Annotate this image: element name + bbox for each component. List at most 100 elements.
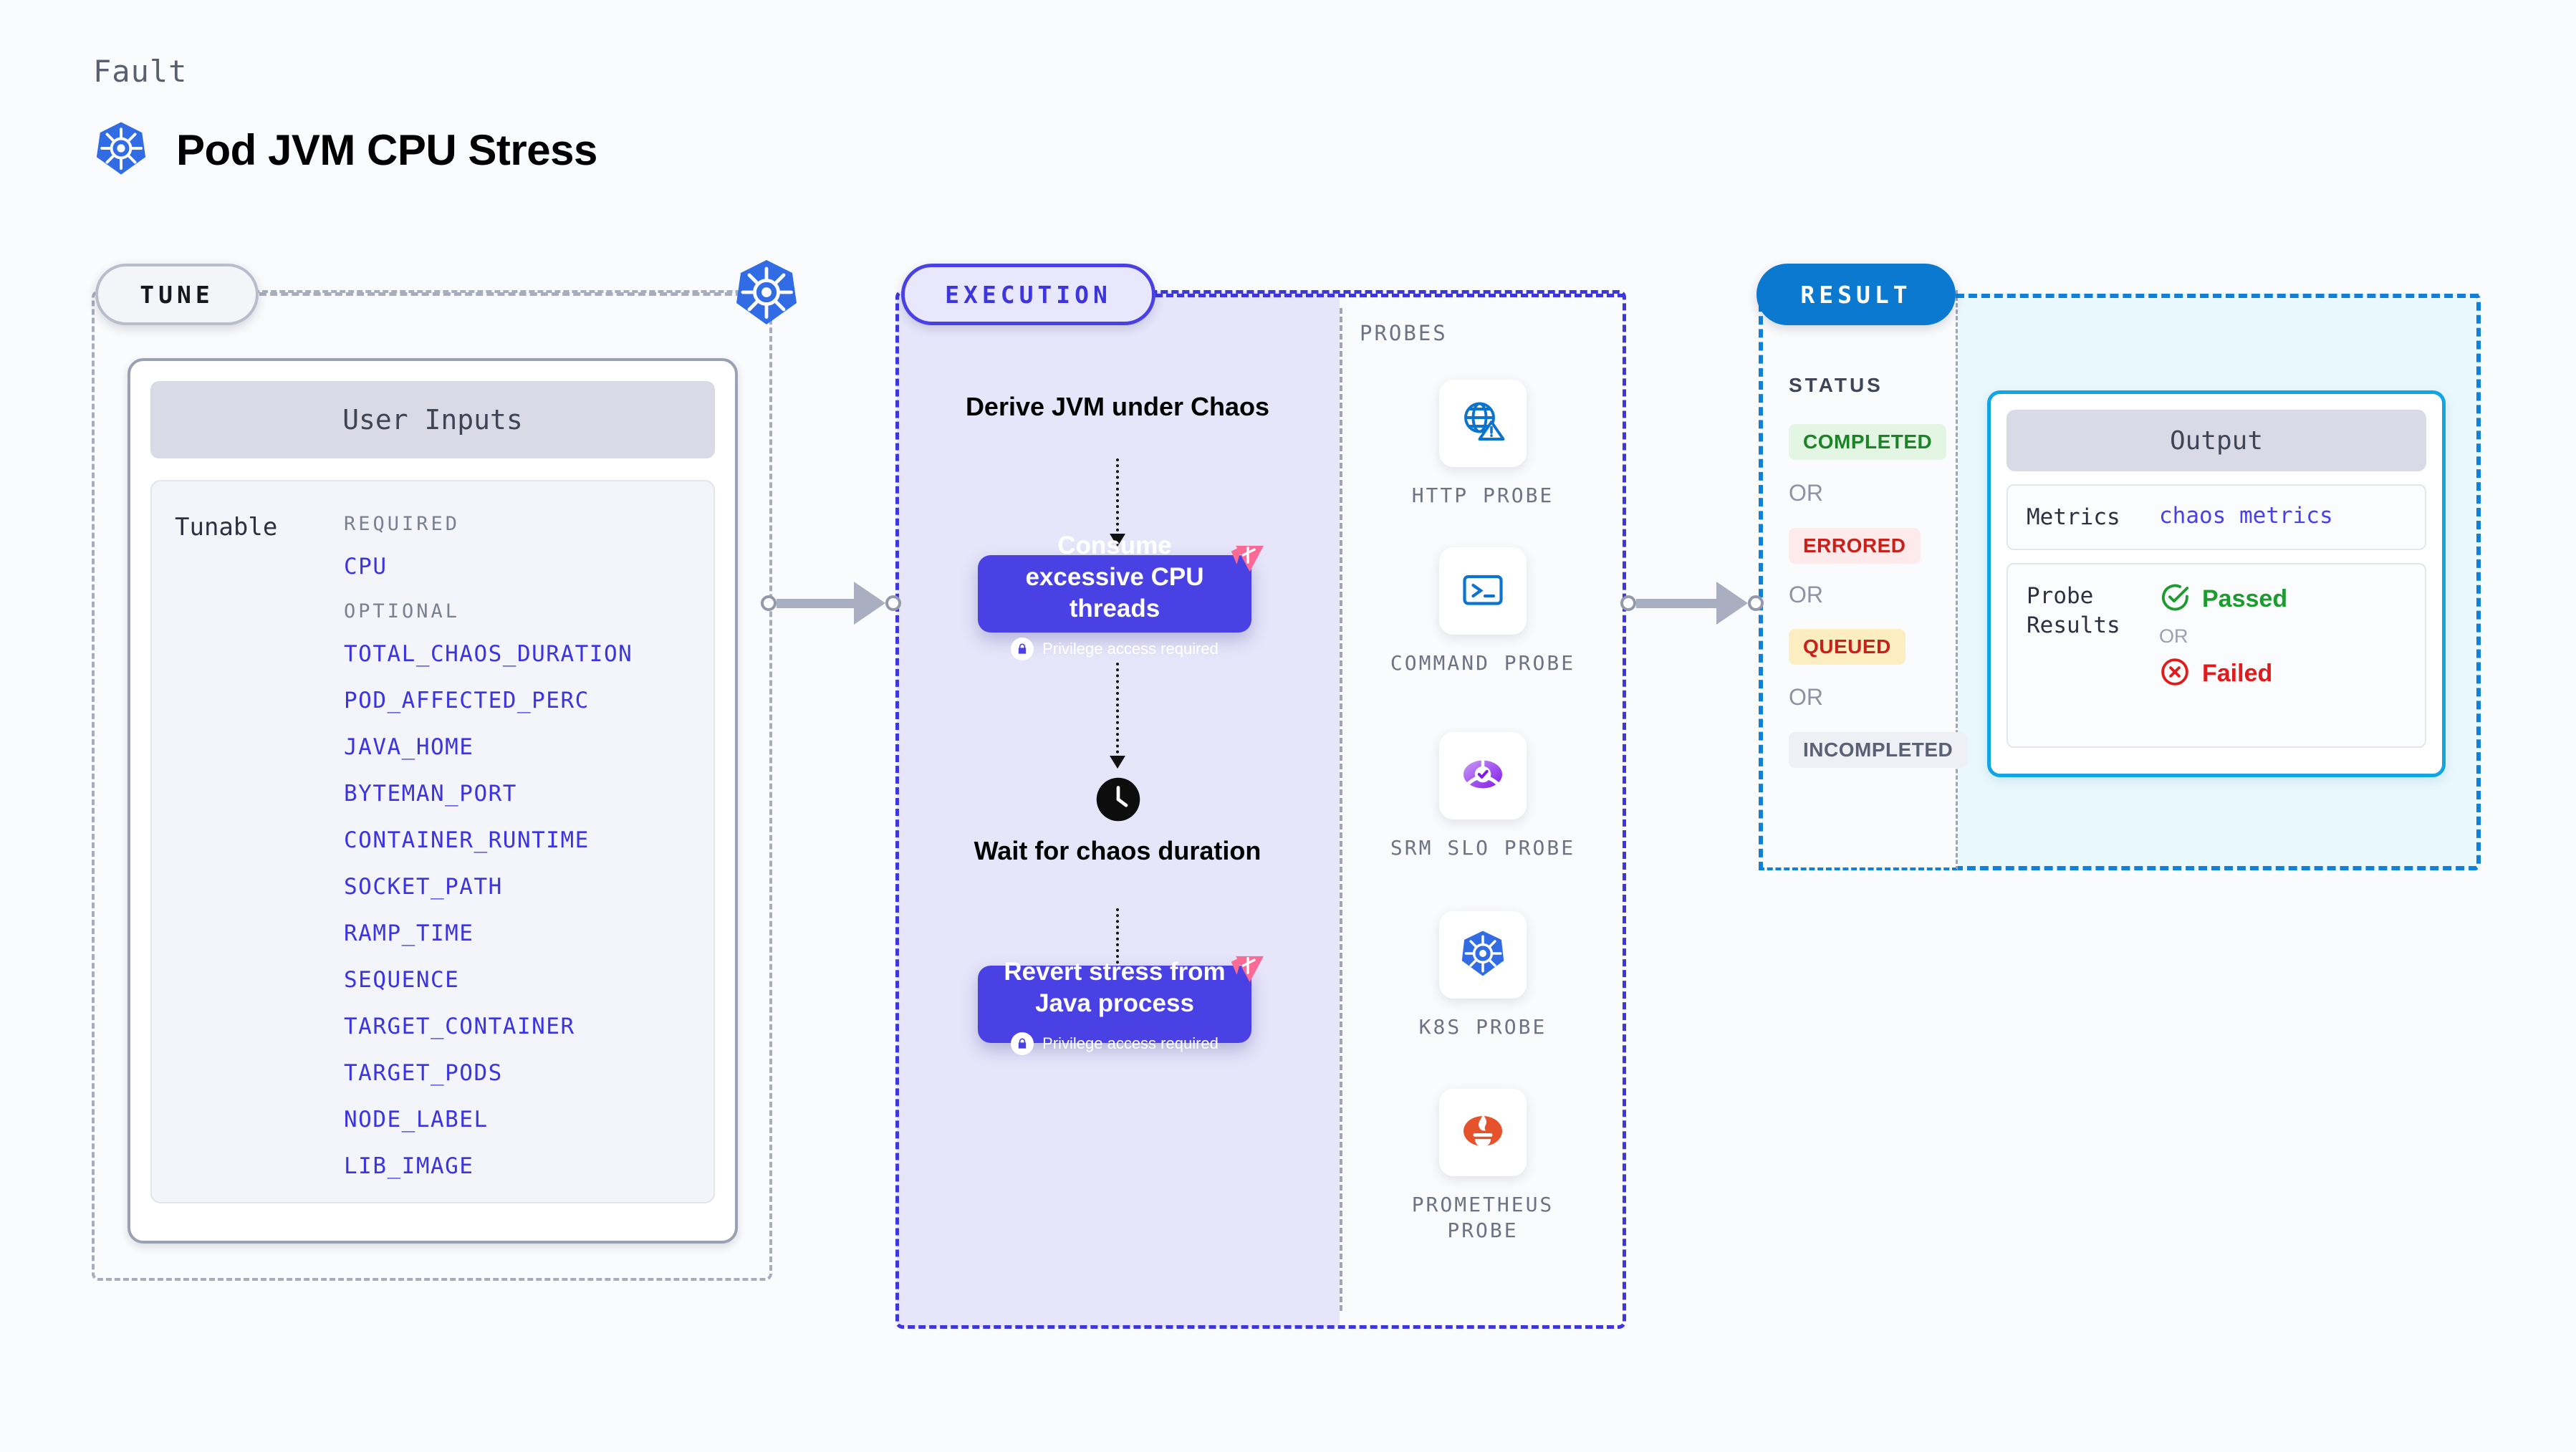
- probe-tile: [1439, 732, 1527, 819]
- or-label: OR: [2159, 625, 2188, 648]
- lock-icon: [1011, 638, 1034, 661]
- globe-alert-icon: [1457, 396, 1509, 451]
- param-total-chaos-duration[interactable]: TOTAL_CHAOS_DURATION: [344, 641, 633, 667]
- connector-bar: [777, 598, 855, 608]
- user-inputs-card: User Inputs Tunable REQUIRED CPU OPTIONA…: [128, 358, 738, 1244]
- param-sequence[interactable]: SEQUENCE: [344, 967, 460, 993]
- connector-tune-to-execution: [761, 582, 901, 625]
- lock-icon: [1011, 1032, 1034, 1056]
- param-lib-image[interactable]: LIB_IMAGE: [344, 1153, 474, 1179]
- metrics-key: Metrics: [2027, 504, 2120, 530]
- tunable-box: Tunable REQUIRED CPU OPTIONAL TOTAL_CHAO…: [150, 480, 715, 1203]
- connector-bar: [1636, 598, 1718, 608]
- result-connector-line: [1956, 294, 2479, 298]
- step-revert-stress-card[interactable]: Revert stress from Java process Privileg…: [978, 956, 1264, 1056]
- privilege-note-text: Privilege access required: [1042, 640, 1219, 658]
- param-pod-affected-perc[interactable]: POD_AFFECTED_PERC: [344, 688, 590, 713]
- probe-tile: [1439, 1089, 1527, 1176]
- probe-k8s[interactable]: K8S PROBE: [1383, 911, 1583, 1040]
- param-container-runtime[interactable]: CONTAINER_RUNTIME: [344, 827, 590, 853]
- param-node-label[interactable]: NODE_LABEL: [344, 1107, 489, 1133]
- kubernetes-icon: [732, 258, 801, 327]
- connector-execution-to-result: [1620, 582, 1764, 625]
- probe-tile: [1439, 380, 1527, 467]
- kubernetes-icon: [93, 120, 149, 180]
- probe-results-values: Passed OR Failed: [2159, 582, 2287, 729]
- clock-icon: [1095, 776, 1142, 823]
- probe-label: SRM SLO PROBE: [1390, 836, 1576, 860]
- probe-label: HTTP PROBE: [1411, 484, 1554, 507]
- prometheus-icon: [1457, 1105, 1509, 1160]
- probe-results-key: Probe Results: [2027, 583, 2120, 638]
- terminal-icon: [1457, 564, 1509, 619]
- output-probe-results-row: Probe Results Passed OR: [2007, 563, 2426, 749]
- param-byteman-port[interactable]: BYTEMAN_PORT: [344, 781, 517, 807]
- step-consume-cpu-title: Consume excessive CPU threads: [1025, 531, 1204, 623]
- x-circle-icon: [2159, 656, 2191, 691]
- arrowhead-derive-to-consume: [1110, 534, 1125, 547]
- arrowhead-consume-to-wait: [1110, 756, 1125, 769]
- arrow-consume-to-wait: [1116, 663, 1119, 759]
- connector-start-dot: [1620, 595, 1636, 611]
- connector-arrowhead: [1716, 582, 1748, 625]
- probes-label: PROBES: [1360, 321, 1448, 345]
- execution-pill[interactable]: EXECUTION: [901, 264, 1155, 325]
- srm-slo-icon: [1457, 749, 1509, 804]
- probe-result-failed: Failed: [2159, 656, 2287, 691]
- litmus-icon: [1226, 947, 1270, 991]
- status-badge-completed: COMPLETED: [1789, 424, 1947, 460]
- connector-arrowhead: [854, 582, 885, 625]
- probe-http[interactable]: HTTP PROBE: [1383, 380, 1583, 509]
- failed-label: Failed: [2202, 660, 2273, 688]
- connector-start-dot: [761, 595, 777, 611]
- optional-group-label: OPTIONAL: [344, 600, 461, 622]
- probe-tile: [1439, 547, 1527, 635]
- tune-pill[interactable]: TUNE: [95, 264, 259, 325]
- output-card: Output Metrics chaos metrics Probe Resul…: [1987, 390, 2446, 777]
- privilege-note: Privilege access required: [1011, 638, 1219, 661]
- passed-label: Passed: [2202, 585, 2288, 613]
- probe-label: K8S PROBE: [1418, 1015, 1547, 1039]
- probe-result-passed: Passed: [2159, 582, 2287, 617]
- litmus-icon: [1226, 537, 1270, 581]
- tune-connector-line: [259, 292, 754, 296]
- step-wait-duration: Wait for chaos duration: [974, 836, 1261, 865]
- param-java-home[interactable]: JAVA_HOME: [344, 734, 474, 760]
- param-socket-path[interactable]: SOCKET_PATH: [344, 874, 503, 900]
- arrow-derive-to-consume: [1116, 458, 1119, 537]
- page-title: Pod JVM CPU Stress: [176, 126, 597, 174]
- privilege-note-text: Privilege access required: [1042, 1034, 1219, 1053]
- result-pill[interactable]: RESULT: [1756, 264, 1956, 325]
- metrics-value[interactable]: chaos metrics: [2159, 503, 2333, 529]
- kubernetes-icon: [1457, 928, 1509, 983]
- param-target-pods[interactable]: TARGET_PODS: [344, 1060, 503, 1086]
- param-cpu[interactable]: CPU: [344, 554, 388, 580]
- connector-end-dot: [885, 595, 901, 611]
- tunable-parameter-lists: REQUIRED CPU OPTIONAL TOTAL_CHAOS_DURATI…: [344, 513, 713, 1202]
- execution-connector-line: [1155, 294, 1625, 297]
- probe-label: COMMAND PROBE: [1390, 651, 1576, 675]
- probe-command[interactable]: COMMAND PROBE: [1383, 547, 1583, 676]
- fault-title-row: Pod JVM CPU Stress: [93, 120, 597, 180]
- or-label: OR: [1789, 582, 1823, 607]
- privilege-note: Privilege access required: [1011, 1032, 1219, 1056]
- probe-label: PROMETHEUS PROBE: [1411, 1193, 1554, 1242]
- output-title: Output: [2007, 410, 2426, 471]
- param-ramp-time[interactable]: RAMP_TIME: [344, 920, 474, 946]
- fault-kicker: Fault: [93, 54, 188, 89]
- status-badge-incompleted: INCOMPLETED: [1789, 732, 1968, 768]
- step-consume-cpu-card[interactable]: Consume excessive CPU threads Privilege …: [978, 532, 1264, 661]
- user-inputs-title: User Inputs: [150, 381, 715, 458]
- probe-srm-slo[interactable]: SRM SLO PROBE: [1383, 732, 1583, 861]
- required-group-label: REQUIRED: [344, 513, 461, 535]
- step-derive-jvm: Derive JVM under Chaos: [965, 392, 1270, 421]
- probe-tile: [1439, 911, 1527, 999]
- or-label: OR: [1789, 684, 1823, 710]
- param-target-container[interactable]: TARGET_CONTAINER: [344, 1014, 575, 1039]
- probe-prometheus[interactable]: PROMETHEUS PROBE: [1383, 1089, 1583, 1244]
- connector-end-dot: [1748, 595, 1764, 611]
- step-revert-stress-title: Revert stress from Java process: [1004, 957, 1226, 1017]
- status-badge-queued: QUEUED: [1789, 629, 1905, 665]
- tunable-label: Tunable: [175, 513, 278, 542]
